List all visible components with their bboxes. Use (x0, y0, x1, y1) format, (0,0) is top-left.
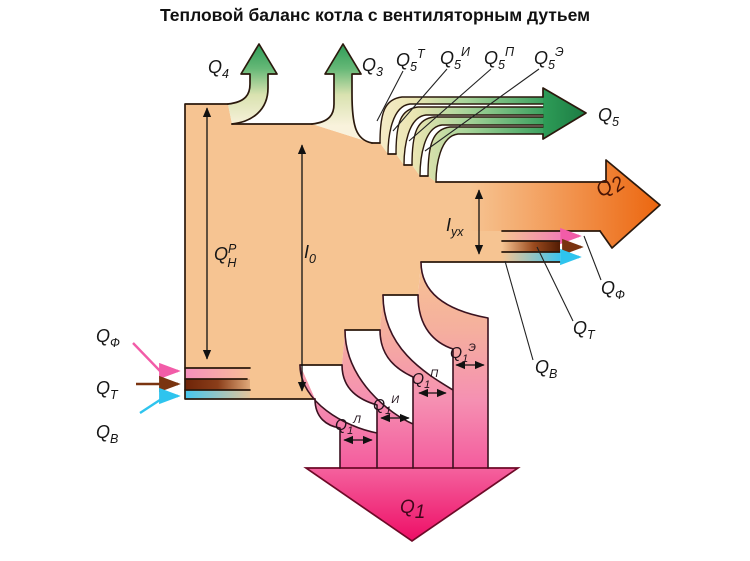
label-q3: Q3 (362, 55, 383, 79)
label-q5t: Q5Т (396, 47, 426, 74)
qf-inlet-arrow (132, 342, 181, 380)
label-q1: Q1 (400, 497, 425, 523)
q5t-leader-line (376, 70, 404, 122)
label-iux: Iух (446, 215, 464, 239)
q1-stream-p (380, 295, 453, 468)
q5-stream-e (428, 127, 543, 182)
q5-stream-t (380, 97, 543, 154)
air-heat-stripe-left (185, 390, 250, 399)
right-stripes-lines (501, 240, 561, 253)
label-qt-left: QТ (96, 378, 119, 402)
qv-right-leader-line (504, 260, 534, 361)
label-i0: I0 (304, 242, 316, 266)
main-flow-body (185, 104, 606, 399)
label-q5i: Q5И (440, 45, 470, 72)
q5-stream-p (412, 117, 543, 176)
label-q5: Q5 (598, 105, 619, 129)
label-q1p: Q1П (412, 368, 438, 391)
q5-stream-i (396, 107, 543, 165)
label-q4: Q4 (208, 57, 229, 81)
q5p-leader-line (408, 68, 492, 142)
label-q5p: Q5П (484, 45, 515, 72)
label-q1e: Q1Э (450, 342, 476, 365)
q3-arrow-outline (311, 43, 373, 144)
q1-streams-outline (299, 261, 489, 469)
label-q5e: Q5Э (534, 45, 564, 72)
q2-head-outline (599, 159, 661, 249)
label-q1i: Q1И (373, 394, 399, 417)
left-stripes-lines (184, 367, 251, 391)
label-qf-right: QФ (601, 278, 625, 302)
q4-arrow (228, 44, 277, 124)
label-qt-right: QТ (573, 318, 596, 342)
q5-head-outline (542, 87, 587, 140)
q4-arrow-outline (227, 43, 278, 125)
main-flow-outline (184, 103, 607, 400)
q5i-leader-line (392, 68, 448, 132)
q5-arrow-head (543, 88, 586, 139)
q1-arrow-head (303, 467, 521, 543)
q5e-leader-line (424, 68, 540, 152)
label-qf-left: QФ (96, 326, 120, 350)
fuel-heat-stripe-right (502, 241, 560, 252)
qt-right-leader-line (536, 246, 574, 322)
fuel-moisture-stripe-left (185, 368, 250, 379)
label-qv-left: QВ (96, 422, 118, 446)
qf-right-leader-line (583, 235, 602, 281)
air-heat-stripe-right (502, 252, 560, 262)
fuel-moisture-stripe-right (502, 231, 560, 241)
diagram-title: Тепловой баланс котла с вентиляторным ду… (160, 5, 590, 25)
q5-streams-outline (379, 96, 544, 183)
qv-inlet-arrow (139, 387, 181, 415)
q1-stream-i (342, 330, 413, 468)
label-q1l: Q1Л (335, 414, 361, 437)
fuel-heat-stripe-left (185, 379, 250, 390)
label-qv-right: QВ (535, 357, 557, 381)
